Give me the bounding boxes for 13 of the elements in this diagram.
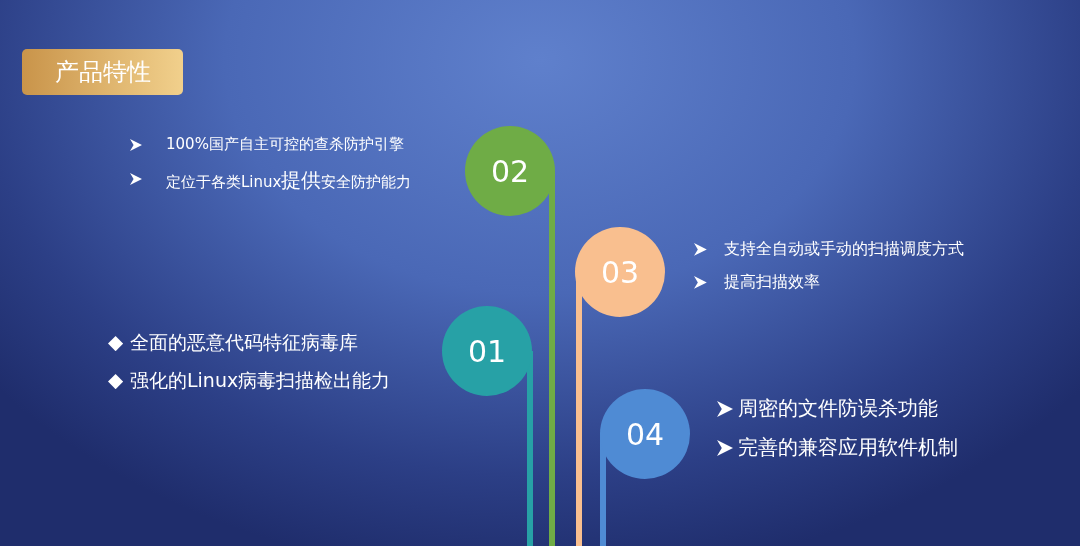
feature-text: 强化的Linux病毒扫描检出能力: [130, 371, 391, 390]
feature-text: 定位于各类Linux提供安全防护能力: [166, 171, 412, 191]
feature-text: 100%国产自主可控的查杀防护引擎: [166, 137, 404, 152]
number-circle: 02: [465, 126, 555, 216]
number-circle: 01: [442, 306, 532, 396]
title-badge: 产品特性: [22, 49, 183, 95]
number-circle: 03: [575, 227, 665, 317]
number-circle: 04: [600, 389, 690, 479]
feature-text: 提高扫描效率: [724, 274, 820, 290]
feature-text: 周密的文件防误杀功能: [738, 398, 938, 418]
feature-text: 完善的兼容应用软件机制: [738, 437, 958, 457]
feature-text: 支持全自动或手动的扫描调度方式: [724, 241, 964, 257]
feature-text: 全面的恶意代码特征病毒库: [130, 333, 358, 352]
